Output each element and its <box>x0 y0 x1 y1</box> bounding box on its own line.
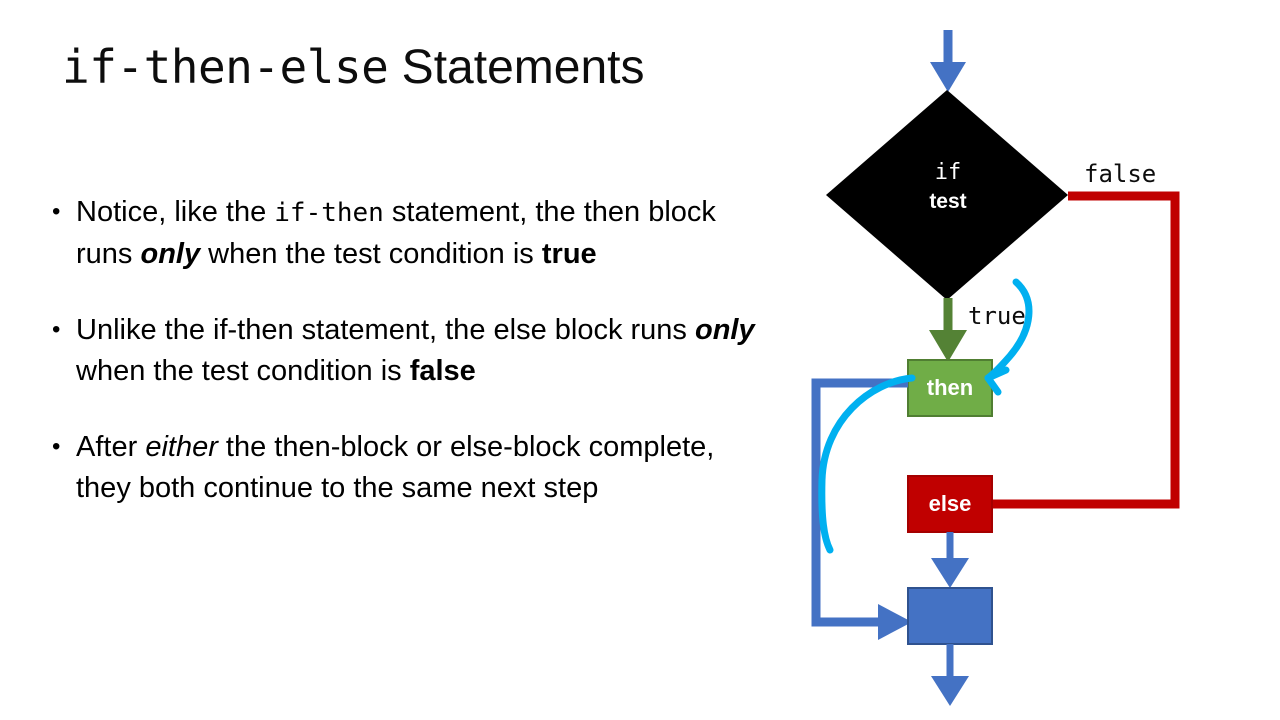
title-regular-part: Statements <box>388 41 645 94</box>
decision-label-line2: test <box>929 190 967 213</box>
text-segment-emphasis: only <box>694 314 755 346</box>
list-item: • Unlike the if-then statement, the else… <box>46 310 758 391</box>
text-segment: when the test condition is <box>76 354 410 387</box>
list-item: • Notice, like the if-then statement, th… <box>46 192 758 274</box>
list-item: • After either the then-block or else-bl… <box>46 427 758 508</box>
flowchart-svg <box>811 30 1180 706</box>
then-block-label: then <box>926 375 974 400</box>
text-segment-italic: either <box>145 431 218 463</box>
decision-label-line1: if <box>934 160 962 185</box>
text-segment-strong: false <box>409 354 476 387</box>
else-to-next-arrow <box>931 532 969 588</box>
flowchart-diagram: false true if test then else <box>760 0 1280 720</box>
bullet-list: • Notice, like the if-then statement, th… <box>46 192 758 508</box>
entry-arrow <box>930 30 966 92</box>
edge-label-false: false <box>1084 160 1157 188</box>
text-segment: Unlike the if-then statement, the else b… <box>76 314 695 346</box>
ink-annotation <box>818 278 1033 554</box>
list-item-text: Notice, like the if-then statement, the … <box>76 196 716 270</box>
page-title: if-then-else Statements <box>62 34 802 106</box>
bullet-marker: • <box>52 433 61 460</box>
true-branch-arrow <box>929 298 967 362</box>
list-item-text: After either the then-block or else-bloc… <box>76 431 714 504</box>
edge-label-true: true <box>968 302 1026 330</box>
bullet-marker: • <box>52 316 61 343</box>
text-segment: the then-block or else-block complete, t… <box>76 431 715 504</box>
text-segment-code: if-then <box>274 198 384 228</box>
list-item-text: Unlike the if-then statement, the else b… <box>76 314 755 387</box>
bullet-marker: • <box>52 198 61 225</box>
text-segment: when the test condition is <box>200 237 542 270</box>
then-block <box>907 359 993 417</box>
exit-arrow <box>931 644 969 706</box>
decision-diamond <box>826 90 1068 300</box>
next-step-block <box>907 587 993 645</box>
title-mono-part: if-then-else <box>62 40 389 94</box>
text-segment-strong: true <box>541 237 597 270</box>
text-segment-emphasis: only <box>140 237 201 270</box>
then-to-next-path <box>811 378 912 640</box>
text-segment: Notice, like the <box>76 196 275 228</box>
else-block-label: else <box>928 491 972 516</box>
text-segment: After <box>76 431 146 463</box>
text-segment: statement, the then block runs <box>76 196 716 270</box>
